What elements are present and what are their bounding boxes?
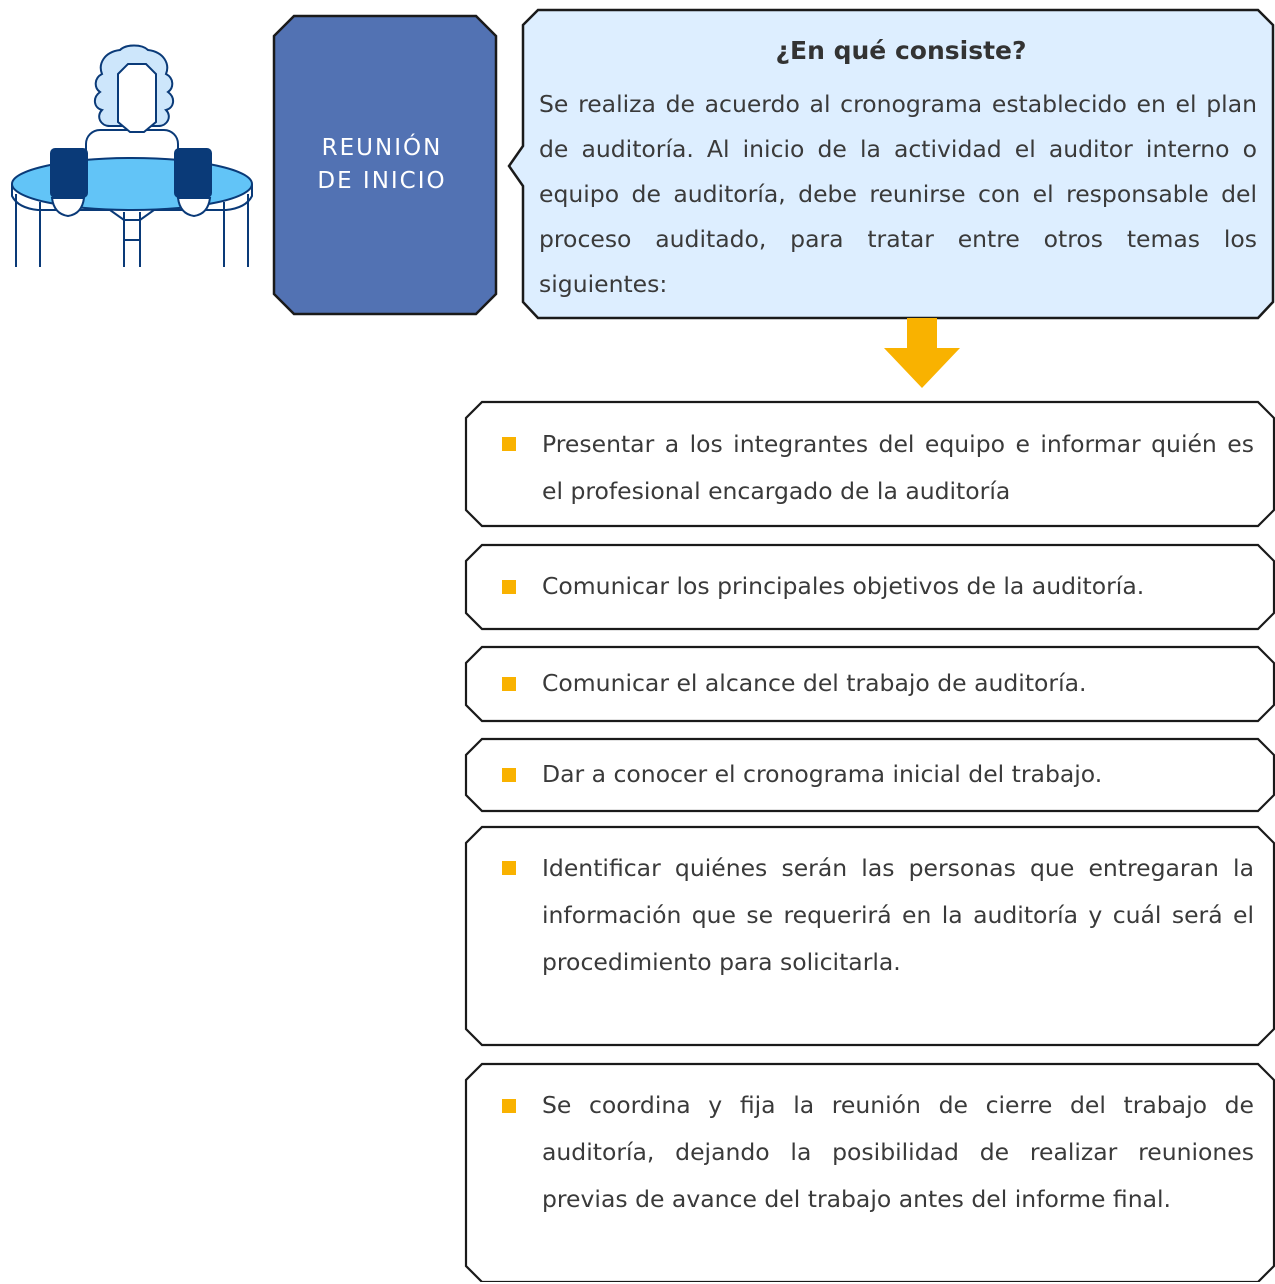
list-item: Se coordina y fija la reunión de cierre … [462,1062,1275,1282]
description-callout: ¿En qué consiste? Se realiza de acuerdo … [505,8,1275,320]
square-bullet-icon [502,437,516,451]
list-item: Comunicar el alcance del trabajo de audi… [462,645,1275,723]
square-bullet-icon [502,580,516,594]
square-bullet-icon [502,768,516,782]
description-body: Se realiza de acuerdo al cronograma esta… [539,90,1257,298]
meeting-table-illustration-icon [8,12,263,272]
title-text: REUNIÓN DE INICIO [272,14,498,316]
list-item-text: Comunicar los principales objetivos de l… [542,572,1145,600]
square-bullet-icon [502,1099,516,1113]
list-item-text: Se coordina y fija la reunión de cierre … [542,1091,1254,1213]
title-line-2: DE INICIO [317,168,447,194]
description-heading: ¿En qué consiste? [775,36,1027,65]
square-bullet-icon [502,861,516,875]
title-line-1: REUNIÓN [321,134,443,161]
list-item: Comunicar los principales objetivos de l… [462,543,1275,631]
square-bullet-icon [502,677,516,691]
list-item-text: Dar a conocer el cronograma inicial del … [542,760,1103,788]
list-item-text: Comunicar el alcance del trabajo de audi… [542,669,1087,697]
title-block: REUNIÓN DE INICIO [272,14,498,316]
down-arrow-icon [880,318,964,390]
list-item: Identificar quiénes serán las personas q… [462,825,1275,1047]
list-item-text: Identificar quiénes serán las personas q… [542,854,1254,976]
list-item: Dar a conocer el cronograma inicial del … [462,737,1275,813]
list-item: Presentar a los integrantes del equipo e… [462,400,1275,528]
list-item-text: Presentar a los integrantes del equipo e… [542,430,1254,505]
